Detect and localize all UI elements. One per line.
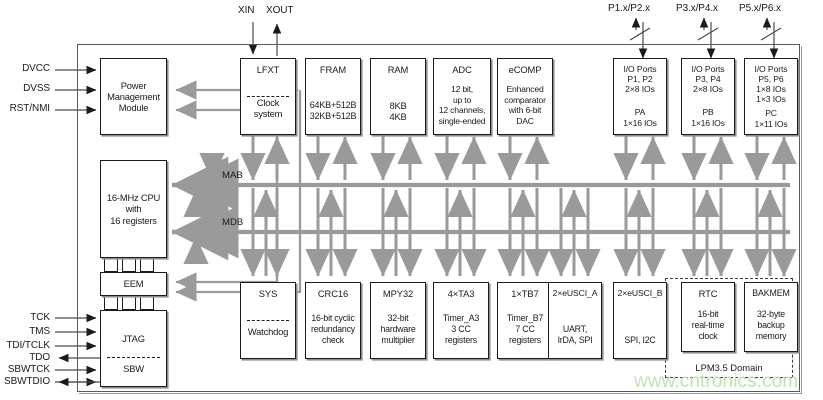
block-eusci-b-sub: SPI, I2C [624,335,656,345]
block-io-ports-pc[interactable]: I/O Ports P5, P6 1×8 IOs 1×3 IOs PC 1×11… [744,58,798,135]
lpm35-domain-label: LPM3.5 Domain [695,362,763,373]
block-crc16-sub: 16-bit cyclic redundancy check [311,313,355,345]
cpu-eem-connector [104,258,118,272]
block-crc16-title: CRC16 [317,288,349,299]
pin-label-tdo: TDO [29,352,50,363]
eem-jtag-connector [140,296,154,310]
block-timer-b7-sub: Timer_B7 7 CC registers [506,313,544,345]
block-ram-sub: 8KB 4KB [389,100,407,123]
block-fram-title: FRAM [319,64,347,75]
block-eem[interactable]: EEM [100,272,167,296]
block-io-ports-pb-sub: PB 1×16 IOs [691,107,725,128]
block-eusci-b[interactable]: 2×eUSCI_B SPI, I2C [613,282,667,359]
block-sys-sub: Watchdog [247,326,289,337]
block-adc-sub: 12 bit, up to 12 channels, single-ended [438,84,486,126]
block-fram-sub: 64KB+512B 32KB+512B [309,100,357,122]
block-rtc[interactable]: RTC 16-bit real-time clock [681,282,735,352]
pin-label-tdi-tclk: TDI/TCLK [6,340,50,351]
block-bakmem-sub: 32-byte backup memory [755,309,787,341]
block-jtag-sbw[interactable]: JTAG SBW [100,310,167,387]
block-mpy32-title: MPY32 [382,288,414,299]
block-sys-title: SYS [258,288,278,299]
block-ram[interactable]: RAM 8KB 4KB [370,58,426,135]
pin-label-tms: TMS [29,326,50,337]
block-cpu-label: 16-MHz CPU with 16 registers [106,192,161,226]
block-io-ports-pb-title: I/O Ports P3, P4 2×8 IOs [691,64,725,94]
jtag-sbw-divider [107,357,160,358]
bus-label-mdb: MDB [222,217,244,228]
block-power-management-module[interactable]: Power Management Module [100,58,167,135]
block-eusci-a[interactable]: 2×eUSCI_A UART, IrDA, SPI [548,282,602,359]
eem-jtag-connector [122,296,136,310]
chip-outline-shadow [79,46,802,394]
block-adc[interactable]: ADC 12 bit, up to 12 channels, single-en… [433,58,491,135]
block-io-ports-pa[interactable]: I/O Ports P1, P2 2×8 IOs PA 1×16 IOs [613,58,667,135]
block-eusci-b-title: 2×eUSCI_B [617,288,663,298]
block-cpu[interactable]: 16-MHz CPU with 16 registers [100,160,167,258]
pin-label-tck: TCK [30,312,50,323]
block-sys[interactable]: SYS Watchdog [240,282,296,359]
pin-label-xin: XIN [238,5,255,16]
bus-label-mab: MAB [222,170,243,181]
block-rtc-title: RTC [698,288,718,299]
block-crc16[interactable]: CRC16 16-bit cyclic redundancy check [305,282,361,359]
block-io-ports-pb[interactable]: I/O Ports P3, P4 2×8 IOs PB 1×16 IOs [681,58,735,135]
block-eusci-a-sub: UART, IrDA, SPI [557,324,593,345]
block-mpy32[interactable]: MPY32 32-bit hardware multiplier [370,282,426,359]
block-power-management-module-label: Power Management Module [107,79,160,114]
pin-label-p3-p4: P3.x/P4.x [676,3,718,14]
block-eusci-a-title: 2×eUSCI_A [552,288,598,298]
block-adc-title: ADC [452,64,472,75]
block-timer-a3-title: 4×TA3 [447,288,475,299]
block-ecomp-title: eCOMP [508,64,542,75]
pin-label-sbwtdio: SBWTDIO [4,376,50,387]
block-bakmem[interactable]: BAKMEM 32-byte backup memory [744,282,798,352]
pin-label-dvss: DVSS [23,83,50,94]
chip-outline [77,44,800,392]
block-timer-b7-title: 1×TB7 [511,288,539,299]
block-lfxt-sub: Clock system [253,97,283,120]
block-io-ports-pa-title: I/O Ports P1, P2 2×8 IOs [623,64,657,94]
block-timer-a3-sub: Timer_A3 3 CC registers [442,313,480,345]
lfxt-divider [247,96,289,97]
watermark: www.cntronics.com [634,371,799,392]
block-io-ports-pc-title: I/O Ports P5, P6 1×8 IOs 1×3 IOs [754,64,788,104]
block-eem-label: EEM [123,278,144,290]
cpu-eem-connector [122,258,136,272]
block-lfxt[interactable]: LFXT Clock system [240,58,296,135]
pin-label-rst-nmi: RST/NMI [9,103,51,114]
block-timer-b7[interactable]: 1×TB7 Timer_B7 7 CC registers [497,282,553,359]
block-rtc-sub: 16-bit real-time clock [691,309,725,341]
sys-divider [247,320,289,321]
pin-label-dvcc: DVCC [22,63,50,74]
block-bakmem-title: BAKMEM [752,288,790,298]
block-sbw-label: SBW [123,363,144,374]
pin-label-xout: XOUT [266,5,294,16]
block-timer-a3[interactable]: 4×TA3 Timer_A3 3 CC registers [433,282,489,359]
block-io-ports-pa-sub: PA 1×16 IOs [623,107,657,128]
eem-jtag-connector [104,296,118,310]
block-fram[interactable]: FRAM 64KB+512B 32KB+512B [305,58,361,135]
pin-label-p5-p6: P5.x/P6.x [739,3,781,14]
block-io-ports-pc-sub: PC 1×11 IOs [754,108,788,129]
block-ecomp-sub: Enhanced comparator with 6-bit DAC [504,84,546,126]
block-lfxt-title: LFXT [256,64,280,75]
block-mpy32-sub: 32-bit hardware multiplier [380,313,416,345]
block-ecomp[interactable]: eCOMP Enhanced comparator with 6-bit DAC [497,58,553,135]
block-ram-title: RAM [387,64,409,75]
pin-label-sbwtck: SBWTCK [7,364,50,375]
pin-label-p1-p2: P1.x/P2.x [608,3,650,14]
cpu-eem-connector [140,258,154,272]
block-jtag-label: JTAG [122,333,145,344]
